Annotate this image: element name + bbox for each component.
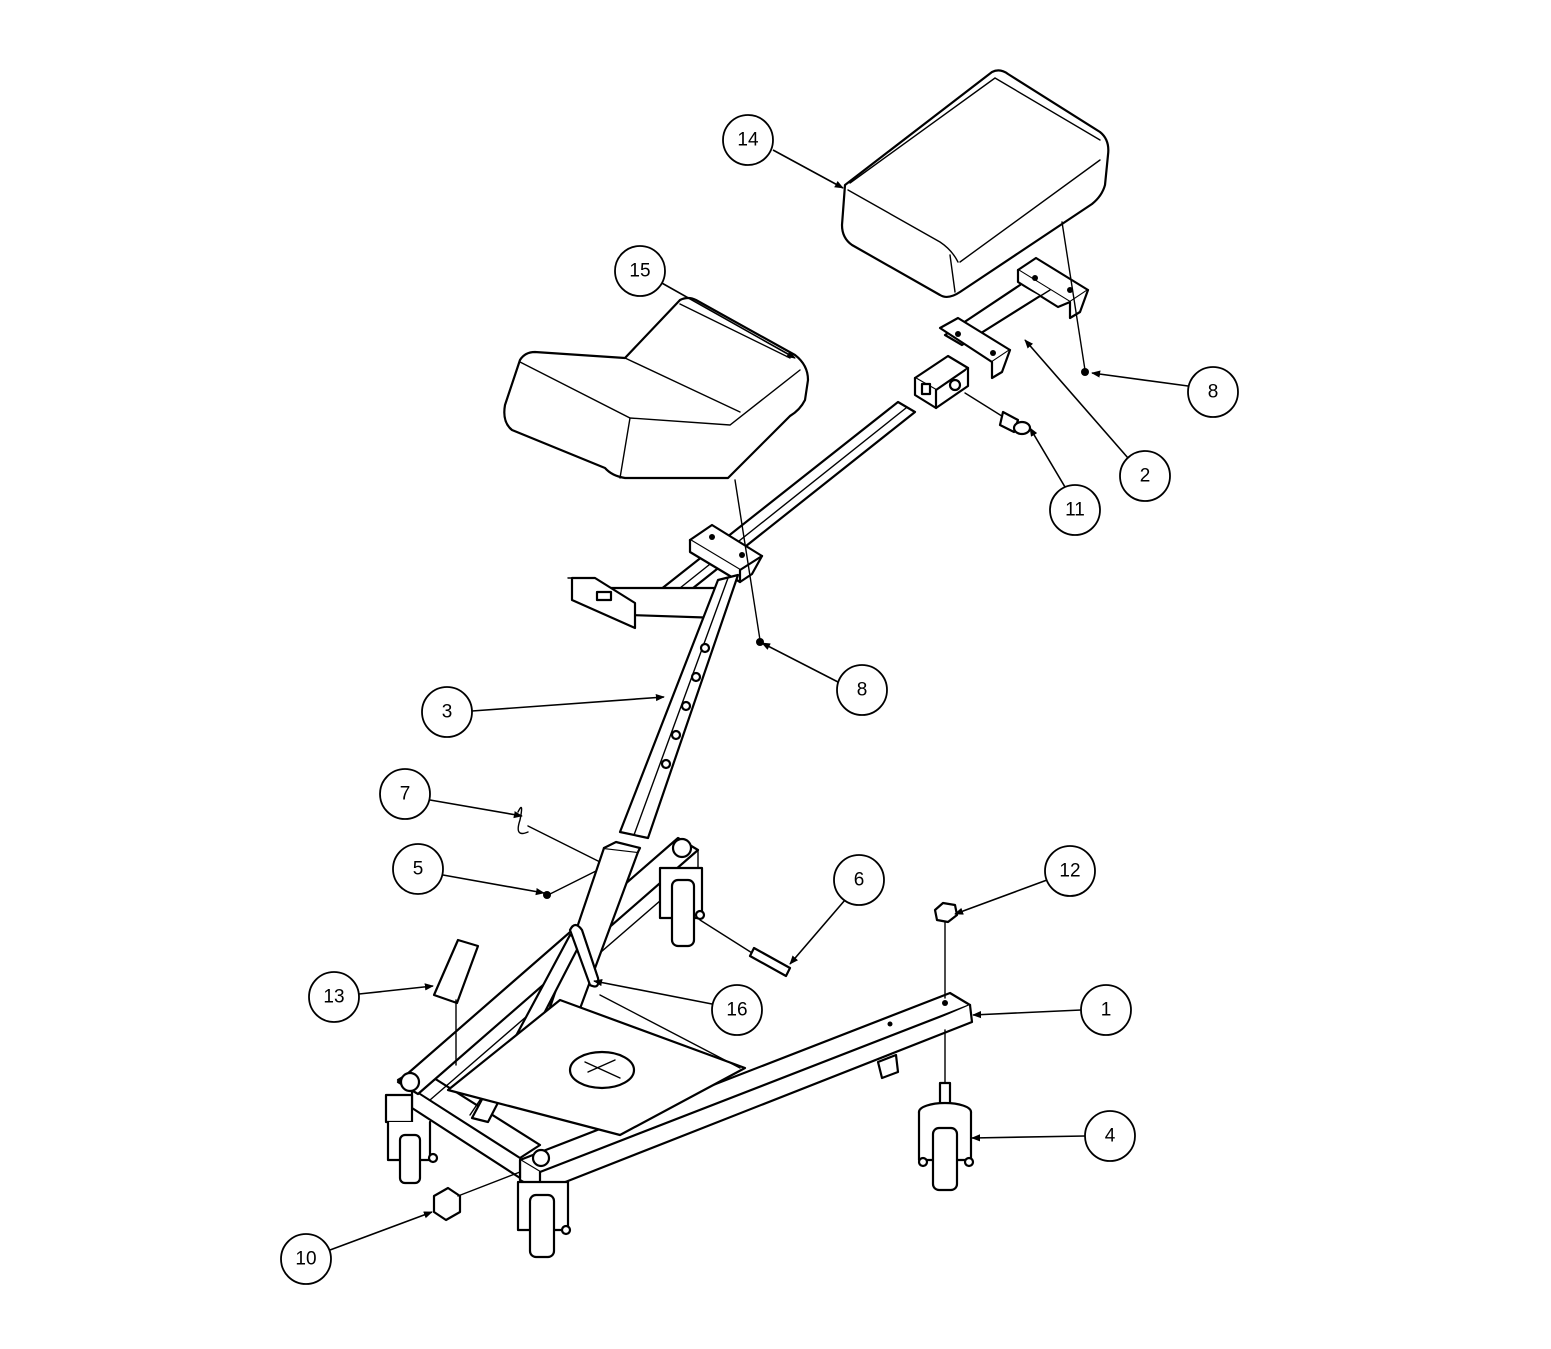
callout-layer: 14 15 8 2 11 8 3 <box>280 114 1239 1285</box>
caster-part-4-front <box>917 1029 975 1192</box>
end-cap-part-10 <box>432 1171 521 1222</box>
callout-4: 4 <box>971 1110 1136 1162</box>
callout-13: 13 <box>308 971 434 1023</box>
callout-label-8-lower: 8 <box>857 680 868 701</box>
callout-5: 5 <box>392 843 545 896</box>
hitch-pin-part-7 <box>517 806 601 863</box>
callout-label-7: 7 <box>400 784 411 805</box>
callout-8-upper: 8 <box>1091 366 1239 418</box>
callout-label-15: 15 <box>629 261 650 282</box>
screw-part-8-chest <box>1061 221 1089 376</box>
callout-label-4: 4 <box>1105 1126 1116 1147</box>
callout-11: 11 <box>1029 427 1101 536</box>
callout-16: 16 <box>593 979 763 1036</box>
bolt-part-6 <box>699 919 792 978</box>
callout-label-8-upper: 8 <box>1208 382 1219 403</box>
chest-pad-part-14 <box>840 69 1110 299</box>
callout-14: 14 <box>722 114 844 189</box>
callout-label-14: 14 <box>737 130 759 151</box>
caster-left-rear <box>384 1093 439 1185</box>
callout-label-16: 16 <box>726 1000 747 1021</box>
callout-label-2: 2 <box>1140 466 1151 487</box>
seat-frame-part-3 <box>567 400 917 840</box>
label-part-13 <box>432 938 480 1066</box>
callout-7: 7 <box>379 768 523 820</box>
callout-6: 6 <box>789 854 885 965</box>
base-frame-part-1 <box>396 836 974 1194</box>
seat-pad-part-15 <box>503 296 810 480</box>
callout-12: 12 <box>954 845 1096 915</box>
chest-bracket-part-2 <box>913 256 1090 410</box>
callout-label-6: 6 <box>854 870 865 891</box>
adjustment-knob-part-11 <box>964 392 1032 436</box>
callout-label-5: 5 <box>413 859 424 880</box>
pin-part-5 <box>543 867 603 899</box>
callout-label-13: 13 <box>323 987 344 1008</box>
callout-label-3: 3 <box>442 702 453 723</box>
callout-3: 3 <box>421 686 665 738</box>
caster-center-front <box>516 1180 572 1259</box>
cap-part-12 <box>933 901 959 999</box>
callout-label-11: 11 <box>1065 500 1085 521</box>
callout-label-10: 10 <box>295 1249 316 1270</box>
callout-10: 10 <box>280 1211 433 1285</box>
caster-rear <box>658 866 706 948</box>
callout-1: 1 <box>972 984 1132 1036</box>
callout-2: 2 <box>1024 339 1171 502</box>
callout-8-lower: 8 <box>761 642 888 716</box>
callout-label-1: 1 <box>1101 1000 1112 1021</box>
callout-label-12: 12 <box>1059 861 1080 882</box>
callout-15: 15 <box>614 245 796 359</box>
